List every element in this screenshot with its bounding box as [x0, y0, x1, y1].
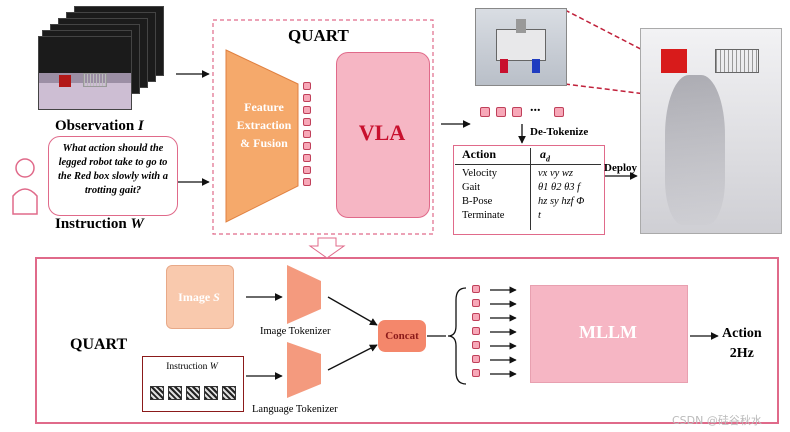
action-table-divider-h	[455, 164, 601, 165]
concat-brace	[447, 287, 467, 385]
instruction-bubble	[48, 136, 178, 216]
action-row-name: B-Pose	[462, 196, 493, 207]
image-box-label: Image S	[178, 290, 220, 304]
language-tokenizer-label: Language Tokenizer	[252, 404, 338, 415]
vla-block	[336, 52, 430, 218]
observation-stack	[38, 6, 168, 110]
action-row-value: vx vy wz	[538, 168, 573, 179]
image-box	[166, 265, 234, 329]
feature-extraction-label: Feature Extraction & Fusion	[236, 100, 292, 150]
watermark: CSDN @硅谷秋水	[672, 414, 762, 427]
instruction-label: Instruction W	[55, 216, 144, 232]
person-body	[12, 188, 38, 215]
deployment-scene	[640, 28, 782, 234]
action-table-header: Action	[462, 147, 496, 161]
action-row-value: t	[538, 210, 541, 221]
mllm-block	[530, 285, 688, 383]
person-head	[15, 158, 35, 178]
bottom-quart-label: QUART	[70, 336, 128, 353]
action-output-label: Action 2Hz	[722, 326, 762, 361]
instruction-box	[142, 356, 244, 412]
action-row-value: θ1 θ2 θ3 f	[538, 182, 581, 193]
instruction-box-label: Instruction W	[166, 362, 218, 372]
cage-box	[715, 49, 759, 73]
action-table-divider-v	[530, 148, 531, 230]
observation-frame	[38, 36, 132, 110]
red-box	[661, 49, 687, 73]
observation-label: Observation I	[55, 118, 144, 134]
image-tokenizer-shape	[287, 265, 321, 324]
token-to-mllm-arrows	[490, 286, 517, 378]
image-tokenizer-label: Image Tokenizer	[260, 326, 331, 337]
deploy-label: Deploy	[604, 162, 637, 174]
language-tokenizer-to-concat-arrow	[327, 344, 378, 371]
action-row-value: hz sy hzf Φ	[538, 196, 585, 207]
expand-down-arrow	[308, 237, 346, 259]
mllm-label: MLLM	[579, 322, 637, 342]
robot-thumbnail	[475, 8, 567, 86]
action-row-name: Gait	[462, 182, 481, 193]
vla-label: VLA	[358, 120, 406, 145]
action-row-name: Velocity	[462, 168, 497, 179]
quart-bottom-frame	[35, 257, 779, 424]
detokenize-label: De-Tokenize	[530, 126, 589, 138]
concat-box	[378, 320, 426, 352]
image-tokenizer-to-concat-arrow	[327, 296, 378, 326]
language-tokenizer-shape	[287, 342, 321, 398]
action-table-header-var: ad	[540, 147, 550, 164]
instruction-text: What action should the legged robot take…	[58, 143, 168, 196]
feature-extraction-trapezoid	[225, 49, 299, 223]
quart-title: QUART	[288, 26, 349, 45]
action-table	[453, 145, 605, 235]
robot-trajectory	[665, 75, 725, 225]
concat-label: Concat	[385, 330, 419, 342]
token-ellipsis: ...	[530, 100, 541, 115]
action-row-name: Terminate	[462, 210, 505, 221]
